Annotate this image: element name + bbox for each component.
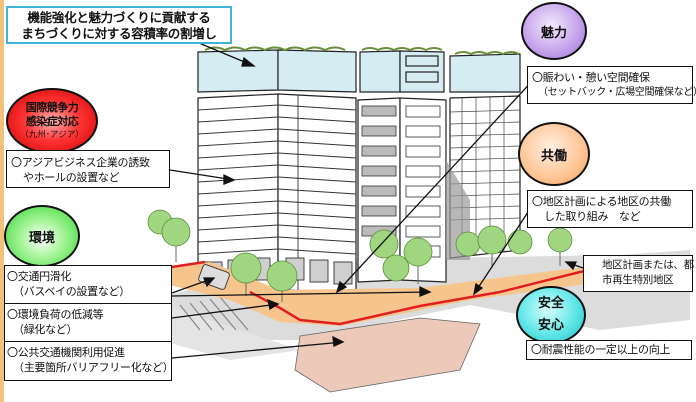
street-trees — [147, 209, 573, 292]
category-charm-label: 魅力 — [540, 25, 567, 41]
note-cooperation: 〇地区計画による地区の共働 した取り組み など — [527, 190, 693, 228]
pedestrian-plaza — [294, 317, 481, 393]
note-charm-line-2: （セットバック・広場空間確保など） — [538, 87, 696, 98]
note-asia-business: 〇アジアビジネス企業の誘致 やホールの設置など — [6, 150, 170, 188]
note-public-transport-line-2: （主要箇所バリアフリー化など） — [13, 361, 174, 374]
note-district-line-1: 地区計画または、都 — [602, 259, 694, 271]
note-traffic-flow: 〇交通円滑化 （バスベイの設置など） — [5, 266, 171, 304]
note-district-line-2: 市再生特別地区 — [602, 274, 674, 286]
note-env-load-line-1: 〇環境負荷の低減等 — [7, 308, 104, 321]
category-safety-line-2: 安心 — [537, 318, 564, 333]
title-line-1: 機能強化と魅力づくりに貢献する — [27, 10, 211, 25]
note-public-transport-line-1: 〇公共交通機関利用促進 — [7, 346, 125, 359]
category-environment: 環境 — [4, 205, 80, 267]
category-international-line-1: 国際競争力 — [25, 101, 79, 114]
note-cooperation-line-2: した取り組み など — [544, 210, 641, 223]
category-international-line-2: 感染症対応 — [25, 115, 79, 128]
title-line-2: まちづくりに対する容積率の割増し — [21, 26, 217, 41]
note-traffic-line-2: （バスベイの設置など） — [13, 285, 130, 298]
crosswalk — [179, 296, 249, 331]
note-public-transport: 〇公共交通機関利用促進 （主要箇所バリアフリー化など） — [5, 342, 174, 380]
note-cooperation-line-1: 〇地区計画による地区の共働 — [532, 195, 671, 208]
category-safety-line-1: 安全 — [537, 296, 564, 311]
note-environmental-load: 〇環境負荷の低減等 （緑化など） — [5, 304, 171, 342]
note-asia-line-1: 〇アジアビジネス企業の誘致 — [11, 156, 150, 169]
building-main — [197, 49, 357, 293]
note-environment-group: 〇交通円滑化 （バスベイの設置など） 〇環境負荷の低減等 （緑化など） 〇公共交… — [4, 265, 174, 381]
category-cooperation: 共働 — [518, 122, 590, 186]
note-asia-line-2: やホールの設置など — [23, 171, 120, 184]
note-charm-line-1: 〇賑わい・憩い空間確保 — [532, 71, 650, 84]
category-safety: 安全 安心 — [516, 286, 586, 344]
category-cooperation-label: 共働 — [540, 148, 567, 164]
pointer-arrows — [167, 29, 584, 359]
title-box: 機能強化と魅力づくりに貢献する まちづくりに対する容積率の割増し — [6, 6, 232, 44]
note-seismic-line-1: 〇耐震性能の一定以上の向上 — [531, 343, 671, 356]
note-traffic-line-1: 〇交通円滑化 — [7, 270, 72, 283]
category-environment-label: 環境 — [28, 230, 55, 246]
building-center — [357, 50, 447, 283]
note-seismic-performance: 〇耐震性能の一定以上の向上 — [526, 340, 692, 360]
category-international-competitiveness: 国際競争力 感染症対応 （九州･アジア） — [6, 88, 98, 154]
note-district-plan: 地区計画または、都 市再生特別地区 — [583, 255, 694, 292]
left-accent-rail — [0, 0, 4, 402]
category-charm: 魅力 — [521, 2, 587, 60]
note-env-load-line-2: （緑化など） — [13, 323, 78, 336]
category-international-line-3: （九州･アジア） — [20, 130, 84, 140]
note-charm: 〇賑わい・憩い空間確保 （セットバック・広場空間確保など） — [527, 66, 696, 104]
